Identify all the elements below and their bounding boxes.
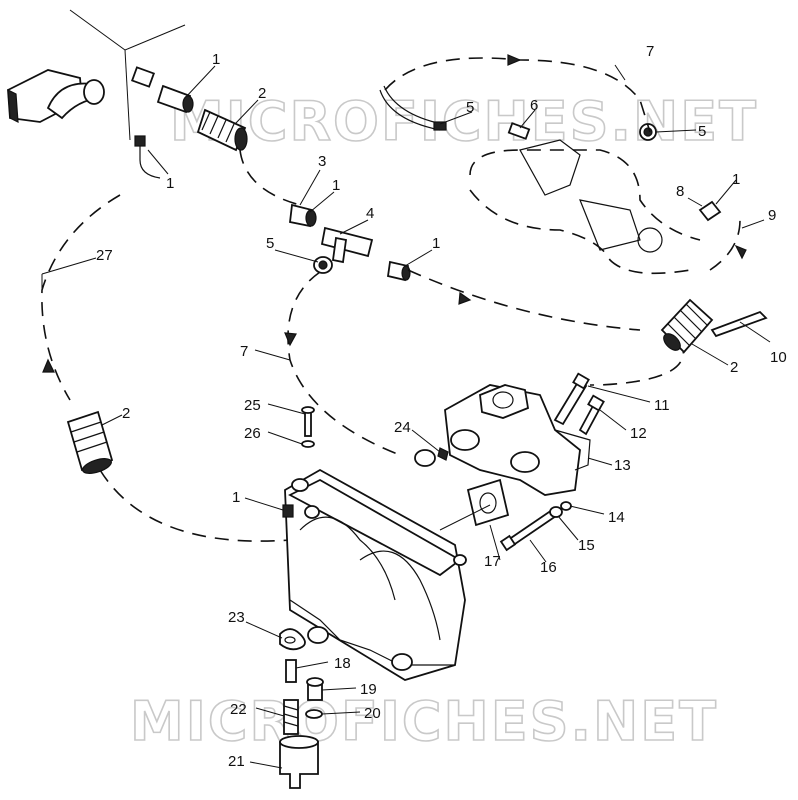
callout-7-top: 7 bbox=[646, 43, 654, 60]
callout-1-left: 1 bbox=[166, 175, 174, 192]
washer-14 bbox=[560, 501, 572, 511]
hose-end-left-of-manifold bbox=[414, 449, 436, 467]
watermark-bottom: MICROFICHES.NET bbox=[130, 690, 718, 753]
o-ring-23 bbox=[279, 628, 306, 651]
callout-18: 18 bbox=[334, 655, 351, 672]
washer-20 bbox=[305, 709, 323, 719]
callout-2-right: 2 bbox=[730, 359, 738, 376]
intake-manifold-13 bbox=[444, 384, 591, 496]
callout-26: 26 bbox=[244, 425, 261, 442]
ghost-carb-assembly bbox=[469, 139, 701, 275]
screw-25 bbox=[301, 406, 315, 437]
flow-arrows bbox=[42, 54, 747, 373]
airbox-fitting bbox=[7, 69, 105, 124]
hose-2-right bbox=[660, 298, 714, 354]
callout-7-mid: 7 bbox=[240, 343, 248, 360]
fitting-6 bbox=[507, 122, 531, 140]
callout-16: 16 bbox=[540, 559, 557, 576]
watermark-top: MICROFICHES.NET bbox=[170, 90, 758, 153]
callout-20: 20 bbox=[364, 705, 381, 722]
cable-tie-10 bbox=[710, 310, 768, 338]
washer-15 bbox=[549, 506, 563, 518]
callout-14: 14 bbox=[608, 509, 625, 526]
callout-2-left: 2 bbox=[122, 405, 130, 422]
callout-1-engine: 1 bbox=[232, 489, 240, 506]
callout-2-top: 2 bbox=[258, 85, 266, 102]
fitting-24 bbox=[437, 447, 449, 461]
callout-25: 25 bbox=[244, 397, 261, 414]
hose-2-top bbox=[196, 108, 248, 152]
callout-1-tee: 1 bbox=[432, 235, 440, 252]
callout-3: 3 bbox=[318, 153, 326, 170]
callout-11: 11 bbox=[654, 397, 670, 414]
callout-1-right: 1 bbox=[732, 171, 740, 188]
callout-9: 9 bbox=[768, 207, 776, 224]
hose-clamp-1a bbox=[156, 84, 194, 114]
washer-26 bbox=[301, 440, 315, 448]
clamp-5-right bbox=[639, 123, 657, 141]
callout-labels: 1 2 1 3 1 4 5 1 5 6 7 5 8 1 9 27 7 10 2 … bbox=[96, 43, 787, 770]
hose-top-right bbox=[379, 85, 447, 131]
clamp-1-engine bbox=[282, 504, 294, 518]
hose-clamp-1b bbox=[289, 203, 317, 228]
callout-5-mid: 5 bbox=[266, 235, 274, 252]
hose-2-left bbox=[66, 410, 114, 474]
reference-lines bbox=[69, 9, 186, 141]
bolt-11 bbox=[553, 372, 590, 426]
clamp-5-middle bbox=[313, 256, 333, 274]
callout-24: 24 bbox=[394, 419, 411, 436]
bolt-16 bbox=[499, 508, 558, 552]
leader-lines bbox=[41, 64, 771, 769]
hose-clamp-1c bbox=[386, 260, 411, 282]
callout-27: 27 bbox=[96, 247, 113, 264]
callout-5-right: 5 bbox=[698, 123, 706, 140]
callout-17: 17 bbox=[484, 553, 501, 570]
callout-12: 12 bbox=[630, 425, 647, 442]
tube-stub-top bbox=[130, 66, 156, 88]
callout-1-top: 1 bbox=[212, 51, 220, 68]
tee-fitting-4 bbox=[320, 226, 374, 264]
callout-4: 4 bbox=[366, 205, 374, 222]
callout-23: 23 bbox=[228, 609, 245, 626]
sensor-18 bbox=[285, 659, 297, 683]
bolt-12 bbox=[578, 394, 605, 436]
callout-22: 22 bbox=[230, 701, 247, 718]
callout-8: 8 bbox=[676, 183, 684, 200]
gasket-17 bbox=[466, 478, 510, 527]
callout-19: 19 bbox=[360, 681, 377, 698]
callout-10: 10 bbox=[770, 349, 787, 366]
callout-13: 13 bbox=[614, 457, 631, 474]
callout-1-mid: 1 bbox=[332, 177, 340, 194]
callout-6: 6 bbox=[530, 97, 538, 114]
fitting-8 bbox=[698, 200, 722, 222]
callout-15: 15 bbox=[578, 537, 595, 554]
spring-22 bbox=[283, 699, 299, 735]
housing-21 bbox=[279, 735, 319, 789]
callout-5-top: 5 bbox=[466, 99, 474, 116]
plug-19 bbox=[306, 677, 324, 701]
callout-21: 21 bbox=[228, 753, 245, 770]
small-elbow-left bbox=[134, 135, 161, 179]
cylinder-block bbox=[284, 468, 467, 681]
